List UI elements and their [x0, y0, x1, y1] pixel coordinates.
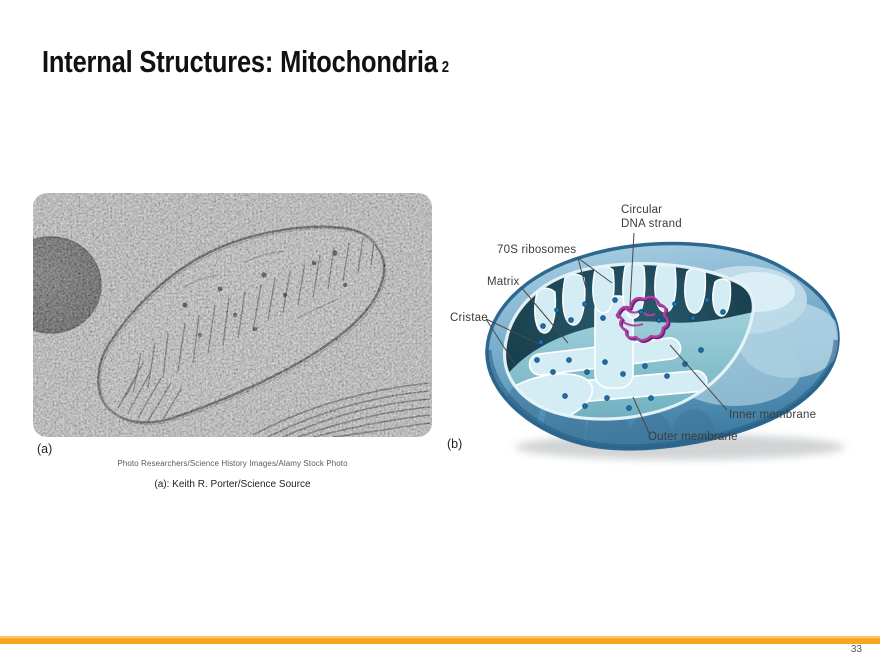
annotation-circular-dna: Circular DNA strand	[621, 204, 682, 231]
figure-b-label: (b)	[447, 437, 463, 451]
inner-membrane-rim	[502, 262, 756, 421]
annotation-matrix: Matrix	[487, 276, 520, 288]
annotation-inner-membrane: Inner membrane	[729, 409, 817, 421]
mitochondrion-illustration-svg	[485, 232, 845, 460]
tem-micrograph-svg	[33, 193, 432, 437]
tem-micrograph-image	[33, 193, 432, 437]
circular-dna-shape	[615, 295, 671, 343]
annotation-cristae: Cristae	[450, 312, 488, 324]
annotation-70s-ribosomes: 70S ribosomes	[497, 244, 577, 256]
figure-a-credit-line: Photo Researchers/Science History Images…	[117, 459, 348, 468]
annotation-outer-membrane: Outer membrane	[648, 431, 738, 443]
slide-title-suffix: 2	[441, 59, 450, 76]
slide-title: Internal Structures: Mitochondria	[42, 44, 438, 79]
figure-a-source-line: (a): Keith R. Porter/Science Source	[154, 479, 311, 490]
mitochondrion-illustration	[445, 200, 865, 465]
figure-a-label: (a)	[37, 442, 53, 456]
figure-a-captions: Photo Researchers/Science History Images…	[33, 459, 432, 490]
leader-lines	[485, 232, 728, 434]
page-number: 33	[850, 644, 862, 655]
footer-accent-bar	[0, 636, 880, 644]
